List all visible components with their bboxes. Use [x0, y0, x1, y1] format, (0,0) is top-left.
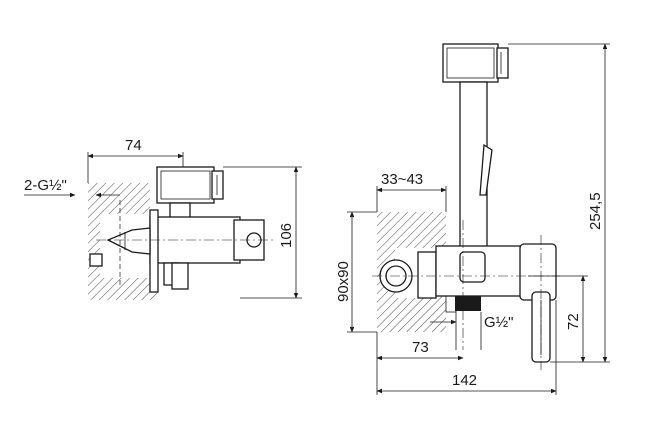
dim-33-43: 33~43 — [381, 171, 423, 188]
dim-254-5: 254,5 — [587, 192, 604, 230]
dim-142: 142 — [452, 372, 477, 389]
dim-g-half: G½" — [484, 314, 514, 331]
front-view: 33~43 90x90 G½" 73 142 254,5 72 — [335, 43, 610, 395]
dim-90x90: 90x90 — [335, 261, 352, 302]
side-view: 74 2-G½" 106 — [24, 137, 302, 300]
top-block — [156, 166, 215, 204]
outlet-thread — [455, 296, 481, 311]
dim-2-g-half: 2-G½" — [24, 177, 67, 194]
dim-74: 74 — [125, 137, 142, 154]
dim-73: 73 — [412, 339, 429, 356]
holder-bracket — [442, 43, 499, 83]
dim-72: 72 — [565, 313, 582, 330]
dim-106: 106 — [278, 223, 295, 248]
